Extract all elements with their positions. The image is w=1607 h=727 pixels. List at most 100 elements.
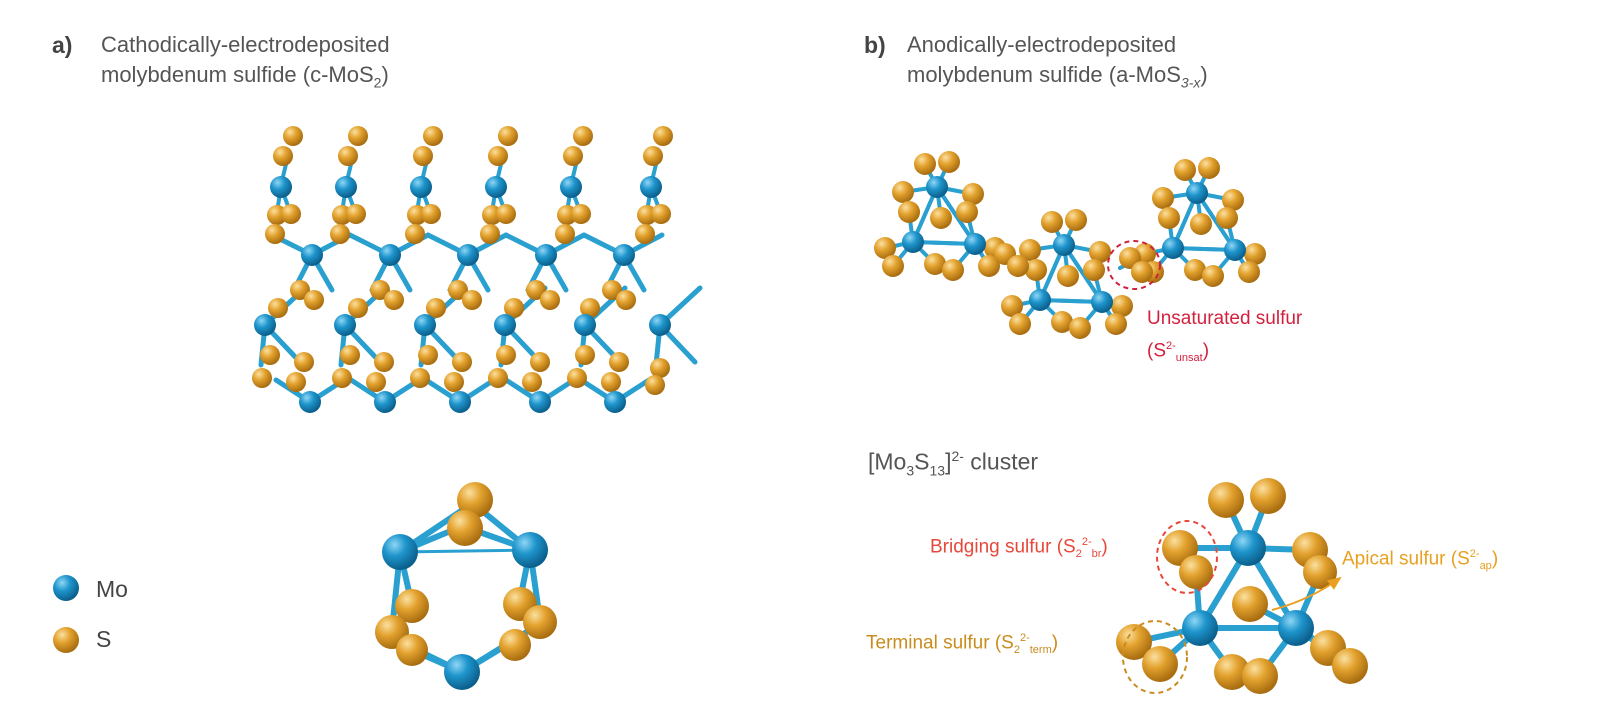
mo-atom bbox=[379, 244, 401, 266]
s-atom bbox=[1202, 265, 1224, 287]
highlight-layer bbox=[1107, 240, 1342, 694]
s-atom bbox=[410, 368, 430, 388]
s-atom bbox=[892, 181, 914, 203]
s-atom bbox=[942, 259, 964, 281]
atom-layer bbox=[53, 126, 1368, 694]
panel-a-title-sub: 2 bbox=[373, 74, 382, 91]
apical-close: ) bbox=[1491, 548, 1499, 570]
s-atom bbox=[395, 589, 429, 623]
mo-atom bbox=[335, 176, 357, 198]
s-atom bbox=[1007, 255, 1029, 277]
s-atom bbox=[650, 358, 670, 378]
bridging-close: ) bbox=[1101, 536, 1108, 558]
s-atom bbox=[1179, 555, 1213, 589]
cluster-label: [Mo3S13]2- cluster bbox=[868, 448, 1038, 478]
s-atom bbox=[1083, 259, 1105, 281]
cluster-bracket: ] bbox=[945, 448, 952, 475]
cluster-sub1: 3 bbox=[906, 462, 915, 479]
s-atom bbox=[499, 629, 531, 661]
s-atom bbox=[268, 298, 288, 318]
mo-atom bbox=[1091, 291, 1113, 313]
s-atom bbox=[330, 224, 350, 244]
s-atom bbox=[874, 237, 896, 259]
s-atom bbox=[956, 201, 978, 223]
s-atom bbox=[1198, 157, 1220, 179]
s-atom bbox=[882, 255, 904, 277]
s-atom bbox=[1065, 209, 1087, 231]
s-atom bbox=[265, 224, 285, 244]
cluster-suffix: cluster bbox=[963, 448, 1039, 475]
mo-atom bbox=[449, 391, 471, 413]
cluster-mid: S bbox=[914, 448, 930, 475]
s-atom bbox=[273, 146, 293, 166]
mo-atom bbox=[374, 391, 396, 413]
panel-b-title-suffix: ) bbox=[1200, 62, 1208, 87]
mo-atom bbox=[964, 233, 986, 255]
s-atom bbox=[653, 126, 673, 146]
mo-atom bbox=[1186, 182, 1208, 204]
panel-a-label: a) bbox=[52, 32, 73, 58]
bridging-prefix: Bridging sulfur (S bbox=[930, 536, 1076, 558]
s-atom bbox=[1152, 187, 1174, 209]
s-atom bbox=[498, 126, 518, 146]
s-atom bbox=[1250, 478, 1286, 514]
s-atom bbox=[616, 290, 636, 310]
mo-atom bbox=[574, 314, 596, 336]
s-atom bbox=[1111, 295, 1133, 317]
s-atom bbox=[421, 204, 441, 224]
s-atom bbox=[555, 224, 575, 244]
panel-b-title-line1: Anodically-electrodeposited bbox=[907, 32, 1177, 57]
mo-atom bbox=[1224, 239, 1246, 261]
mo-atom bbox=[1162, 237, 1184, 259]
s-atom bbox=[1009, 313, 1031, 335]
s-atom bbox=[1069, 317, 1091, 339]
mo-atom bbox=[512, 532, 548, 568]
bond bbox=[398, 548, 532, 554]
s-atom bbox=[1232, 586, 1268, 622]
s-atom bbox=[488, 146, 508, 166]
s-atom bbox=[1057, 265, 1079, 287]
s-atom bbox=[462, 290, 482, 310]
unsat-formula-sub: unsat bbox=[1175, 352, 1203, 365]
terminal-sub: 2 bbox=[1013, 644, 1020, 657]
s-atom bbox=[1208, 482, 1244, 518]
legend-s-atom bbox=[53, 627, 79, 653]
panel-b-title-line2: molybdenum sulfide (a-MoS3-x) bbox=[907, 60, 1208, 97]
s-atom bbox=[530, 352, 550, 372]
s-atom bbox=[448, 280, 468, 300]
bond bbox=[1062, 243, 1104, 304]
terminal-close: ) bbox=[1051, 632, 1059, 654]
s-atom bbox=[571, 204, 591, 224]
s-atom bbox=[252, 368, 272, 388]
unsat-sulfur-label: Unsaturated sulfur bbox=[1147, 308, 1303, 329]
s-atom bbox=[1105, 313, 1127, 335]
s-atom bbox=[924, 253, 946, 275]
s-atom bbox=[575, 345, 595, 365]
s-atom bbox=[384, 290, 404, 310]
s-atom bbox=[1001, 295, 1023, 317]
s-atom bbox=[938, 151, 960, 173]
s-atom bbox=[340, 345, 360, 365]
mo-atom bbox=[254, 314, 276, 336]
mo-atom bbox=[457, 244, 479, 266]
bond bbox=[935, 185, 977, 246]
bond bbox=[1195, 191, 1237, 252]
panel-a-title-line1: Cathodically-electrodeposited bbox=[101, 32, 390, 57]
s-atom bbox=[540, 290, 560, 310]
s-atom bbox=[1216, 207, 1238, 229]
terminal-highlight-circle bbox=[1122, 620, 1188, 694]
unsat-formula-sup: 2- bbox=[1166, 340, 1176, 352]
panel-a-title-prefix: molybdenum sulfide (c-MoS bbox=[101, 62, 374, 87]
legend-s-label: S bbox=[96, 626, 112, 652]
s-atom bbox=[609, 352, 629, 372]
cluster-sup: 2- bbox=[951, 448, 964, 464]
s-atom bbox=[405, 224, 425, 244]
unsat-formula-open: (S bbox=[1147, 340, 1166, 362]
panel-a-title-suffix: ) bbox=[381, 62, 389, 87]
s-atom bbox=[567, 368, 587, 388]
mo-atom bbox=[299, 391, 321, 413]
s-atom bbox=[898, 201, 920, 223]
s-atom bbox=[1025, 259, 1047, 281]
mo-atom bbox=[649, 314, 671, 336]
s-atom bbox=[447, 510, 483, 546]
